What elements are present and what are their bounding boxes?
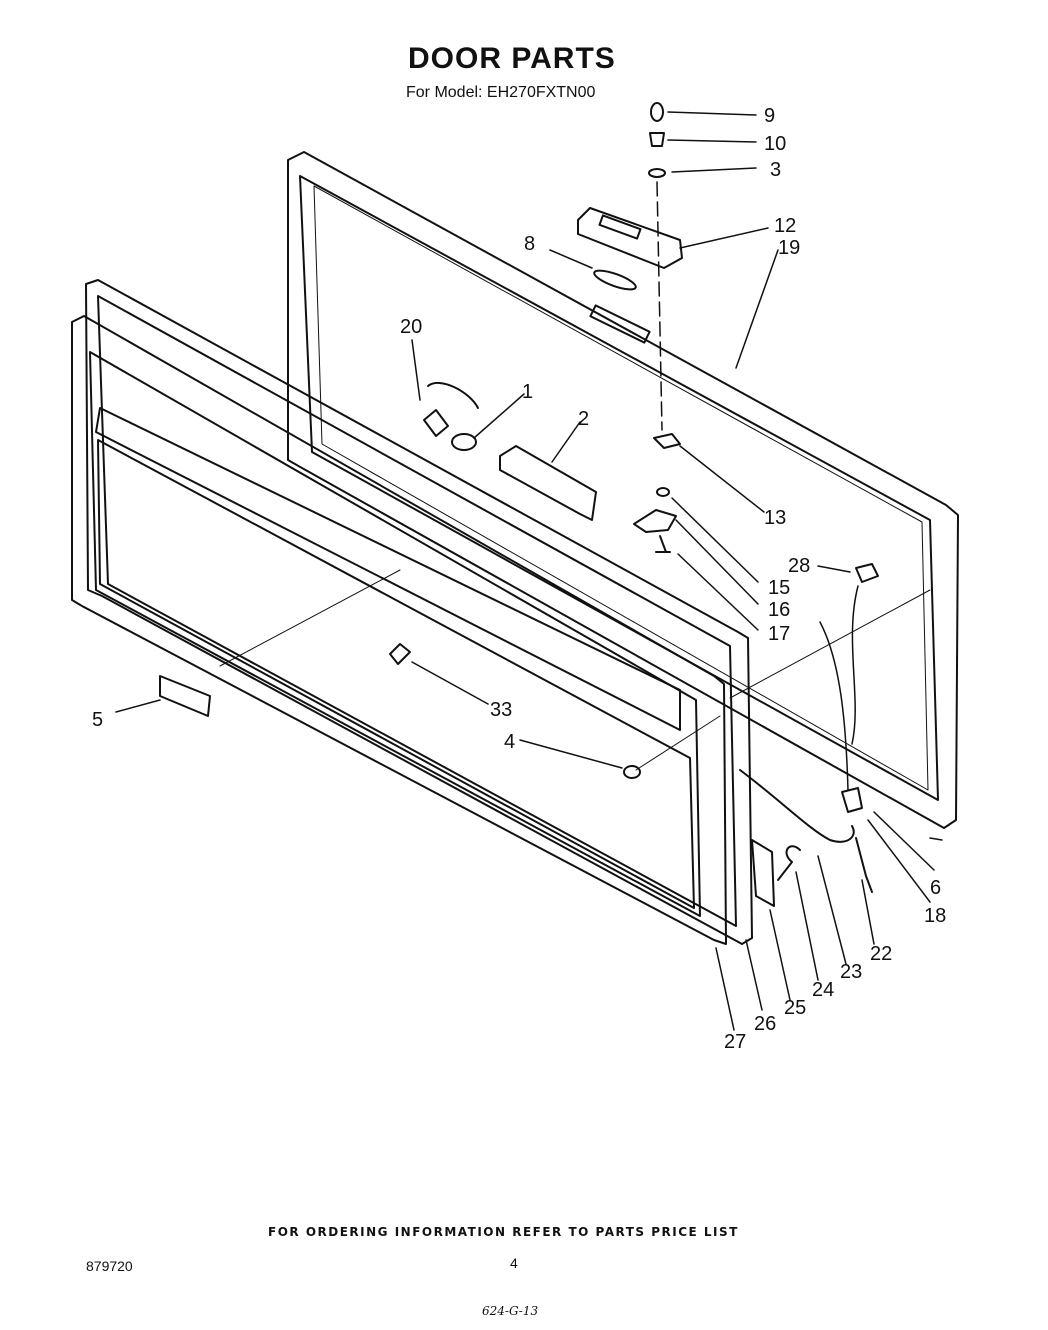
- callout-20: 20: [400, 316, 422, 338]
- plug-button: [593, 269, 637, 291]
- hinge-bolt-stack: [648, 102, 666, 431]
- callout-labels: 9 10 3 12 19 8 20 1 2 13 28 15 16 17 5 3…: [92, 105, 946, 1053]
- document-number: 879720: [86, 1258, 133, 1274]
- model-subtitle: For Model: EH270FXTN00: [406, 84, 596, 101]
- callout-4: 4: [504, 731, 515, 753]
- callout-12: 12: [774, 215, 796, 237]
- callout-33: 33: [490, 699, 512, 721]
- callout-6: 6: [930, 877, 941, 899]
- callout-27: 27: [724, 1031, 746, 1053]
- callout-15: 15: [768, 577, 790, 599]
- callout-18: 18: [924, 905, 946, 927]
- callout-8: 8: [524, 233, 535, 255]
- callout-25: 25: [784, 997, 806, 1019]
- handwritten-code: 624-G-13: [482, 1304, 539, 1318]
- stopper: [389, 643, 411, 665]
- callout-17: 17: [768, 623, 790, 645]
- callout-9: 9: [764, 105, 775, 127]
- page-title: DOOR PARTS: [408, 42, 616, 75]
- callout-10: 10: [764, 133, 786, 155]
- light-socket: [423, 381, 479, 451]
- label-plate: [159, 675, 211, 717]
- inner-door-panel: [71, 315, 727, 945]
- hinge-parts: [633, 433, 681, 553]
- light-shield: [499, 445, 597, 521]
- callout-16: 16: [768, 599, 790, 621]
- page-number: 4: [510, 1255, 518, 1271]
- callout-5: 5: [92, 709, 103, 731]
- heater-wire: [739, 769, 855, 907]
- callout-24: 24: [812, 979, 834, 1001]
- door-button: [623, 765, 641, 779]
- callout-13: 13: [764, 507, 786, 529]
- callout-28: 28: [788, 555, 810, 577]
- callout-1: 1: [522, 381, 533, 403]
- callout-arrows: [115, 111, 935, 1031]
- callout-26: 26: [754, 1013, 776, 1035]
- callout-3: 3: [770, 159, 781, 181]
- callout-2: 2: [578, 408, 589, 430]
- callout-19: 19: [778, 237, 800, 259]
- leader-lines: [219, 569, 931, 771]
- handle-slot: [589, 304, 651, 344]
- callout-23: 23: [840, 961, 862, 983]
- outer-door-panel: [85, 279, 753, 945]
- switch-and-wiring: [819, 563, 943, 893]
- hinge-bracket: [577, 207, 683, 269]
- door-liner-frame: [287, 151, 959, 829]
- callout-22: 22: [870, 943, 892, 965]
- ordering-note: FOR ORDERING INFORMATION REFER TO PARTS …: [268, 1225, 739, 1239]
